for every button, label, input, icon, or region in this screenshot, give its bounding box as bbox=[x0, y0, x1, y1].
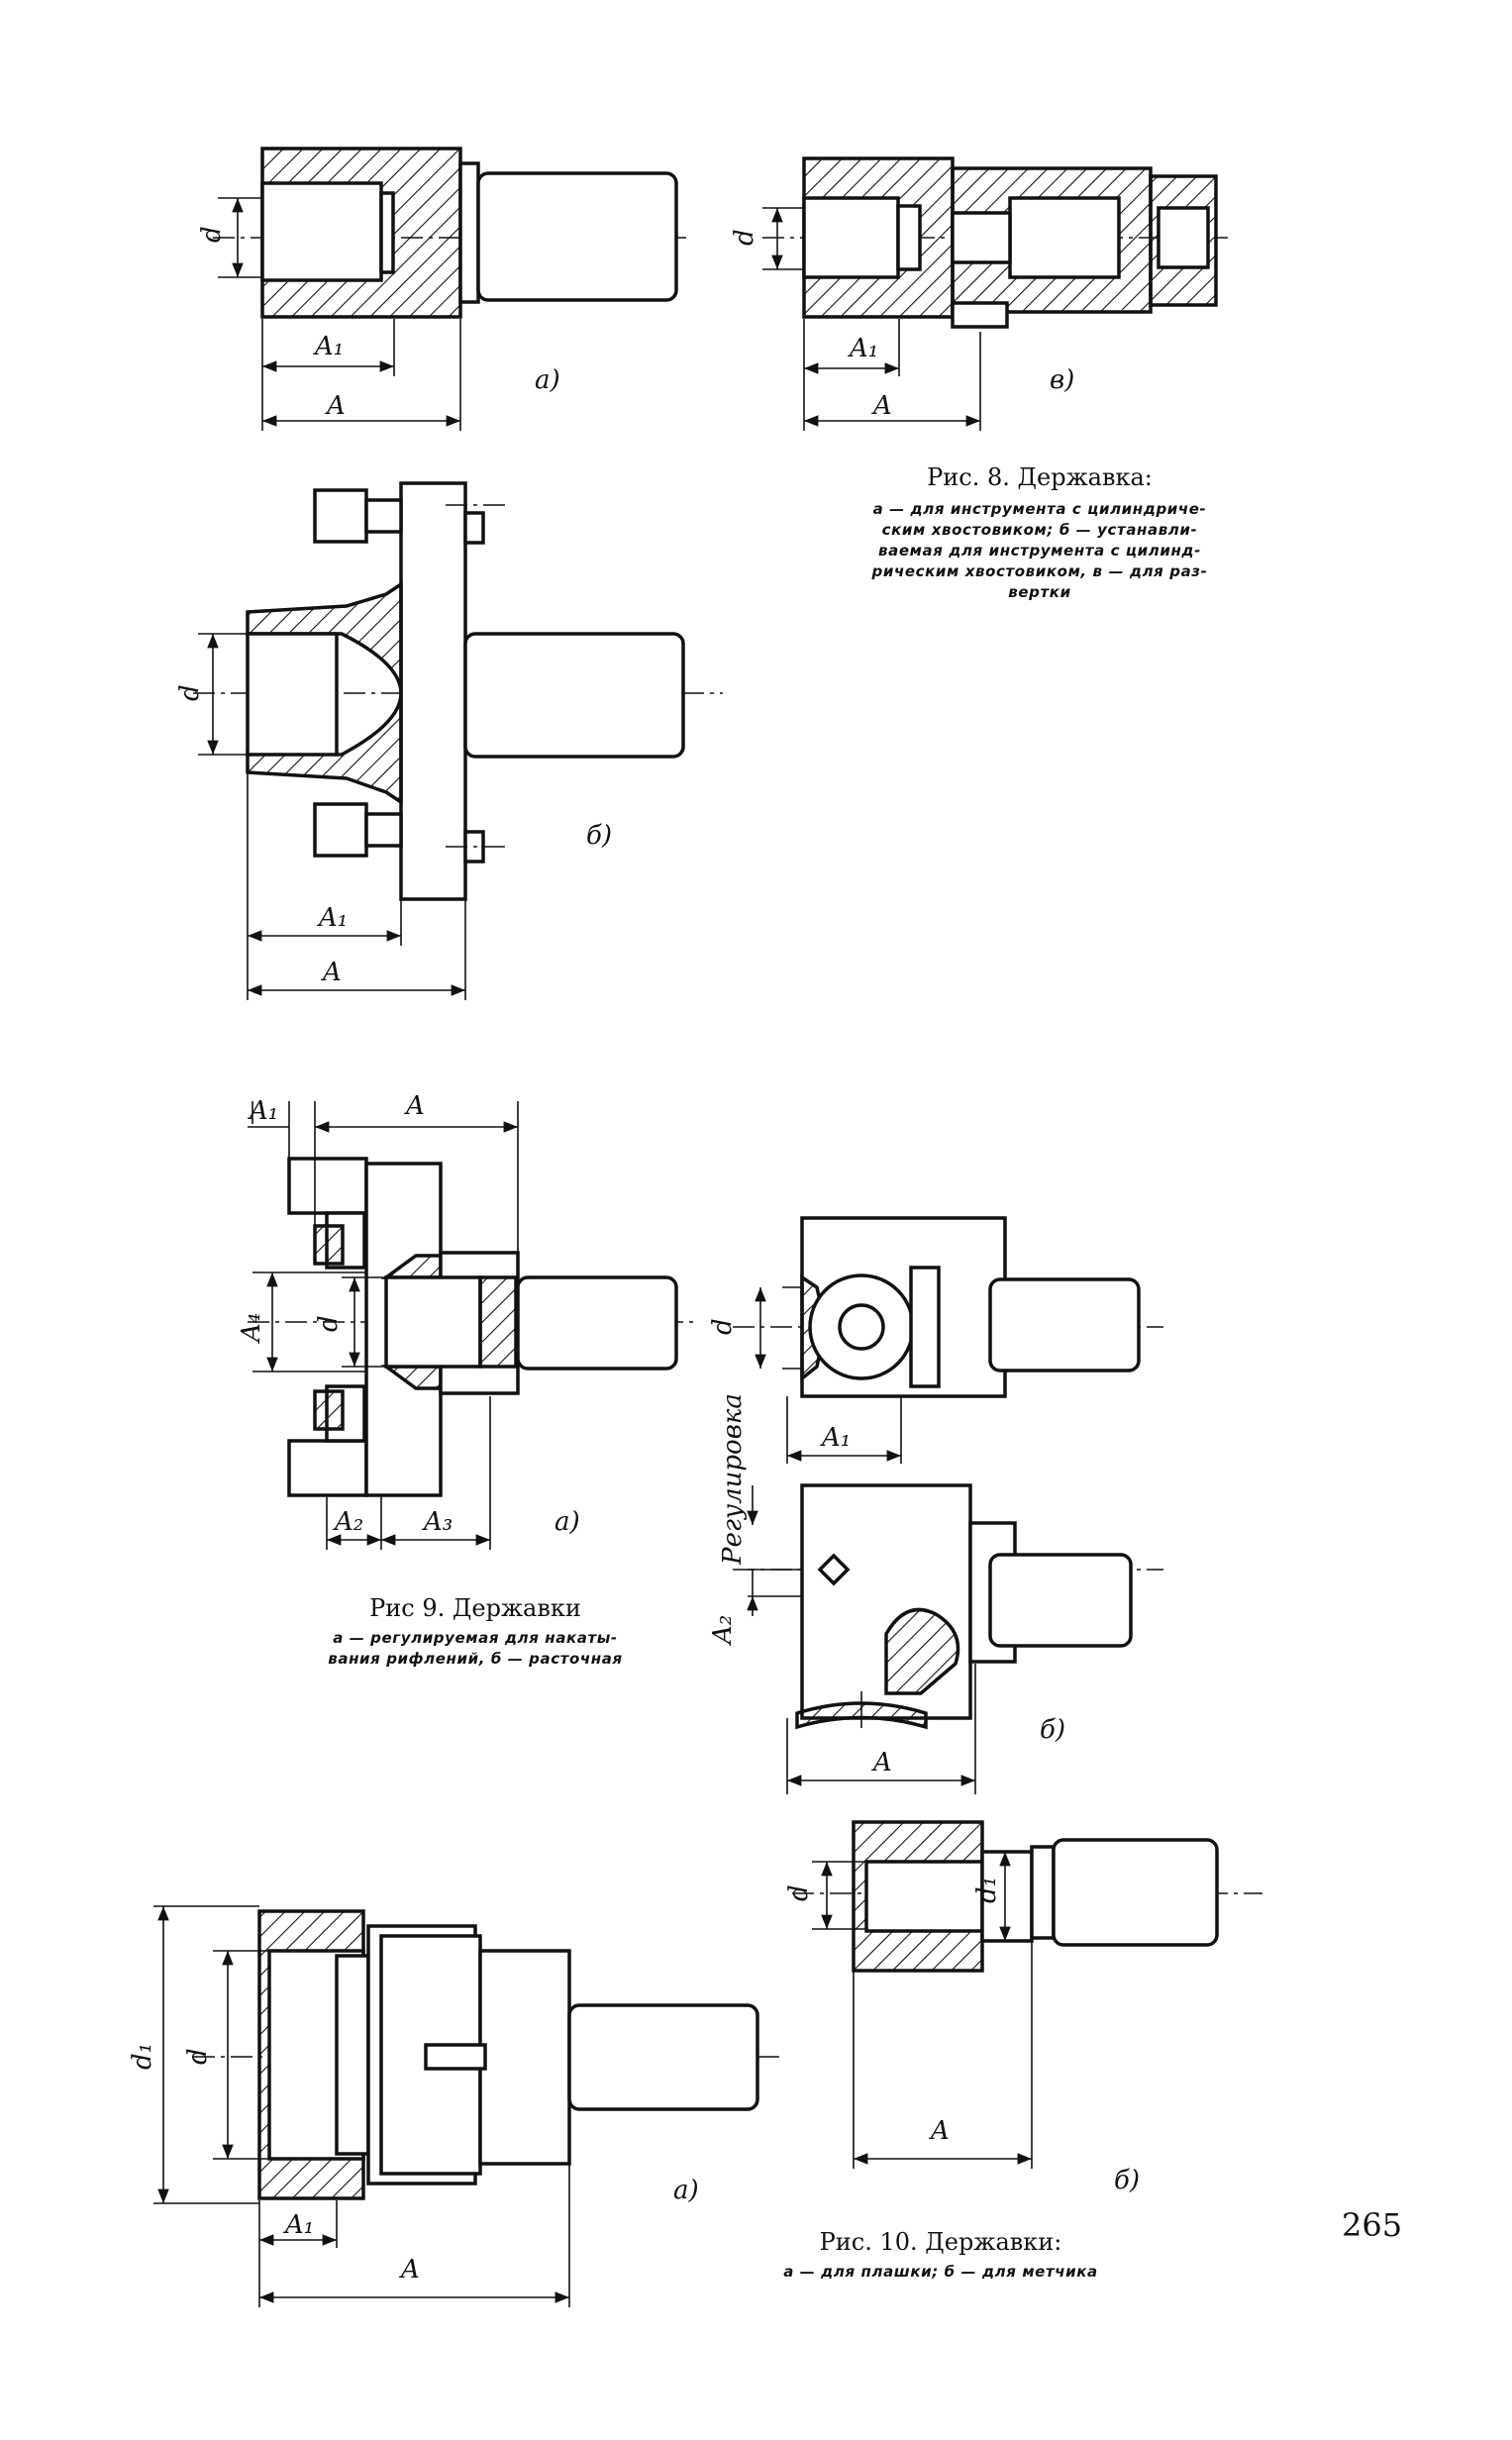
fig9b-sublabel: б) bbox=[1040, 1715, 1065, 1745]
fig10b-dim-a: A bbox=[929, 2116, 950, 2146]
fig9b-dim-a2: A₂ bbox=[708, 1615, 738, 1646]
fig9a-dim-a3: A₃ bbox=[422, 1507, 453, 1537]
fig8-caption-line-5: вертки bbox=[1008, 583, 1071, 601]
fig8b-dim-a1: A₁ bbox=[317, 903, 348, 933]
fig8v-drawing: d A₁ A в) bbox=[730, 156, 1228, 431]
fig8-caption-title: Рис. 8. Державка: bbox=[927, 463, 1153, 491]
fig8b-dim-d: d bbox=[175, 684, 205, 701]
fig8a-drawing: d A₁ A а) bbox=[197, 147, 688, 431]
fig10a-dim-a: A bbox=[399, 2255, 420, 2285]
fig8b-dim-a: A bbox=[321, 958, 342, 987]
fig10b-drawing: d d₁ A б) bbox=[784, 1820, 1262, 2195]
fig9a-dim-d: d bbox=[314, 1315, 344, 1332]
fig9b-dim-a: A bbox=[871, 1748, 892, 1778]
fig8v-dim-a1: A₁ bbox=[848, 334, 878, 363]
fig10-caption-line-1: а — для плашки; б — для метчика bbox=[783, 2263, 1098, 2281]
fig9a-dim-a: A bbox=[404, 1091, 425, 1121]
fig9b-dim-d: d bbox=[708, 1318, 738, 1335]
fig10-caption: Рис. 10. Державки: а — для плашки; б — д… bbox=[733, 2228, 1149, 2283]
fig9a-drawing: A₁ A A₄ d A₂ A₃ а) bbox=[237, 1091, 693, 1550]
fig8-caption-line-2: ским хвостовиком; б — устанавли- bbox=[881, 521, 1198, 539]
fig10b-dim-d: d bbox=[784, 1884, 814, 1901]
fig9a-sublabel: а) bbox=[554, 1507, 580, 1537]
fig9b-label-regulirovka: Регулировка bbox=[718, 1393, 748, 1566]
fig8-caption-line-4: рическим хвостовиком, в — для раз- bbox=[871, 562, 1208, 580]
fig8a-dim-a: A bbox=[325, 391, 346, 421]
fig10a-dim-a1: A₁ bbox=[283, 2210, 314, 2240]
fig10a-dim-d1: d₁ bbox=[128, 2043, 157, 2070]
fig8-caption-line-1: а — для инструмента с цилиндриче- bbox=[872, 500, 1207, 518]
fig10a-dim-d: d bbox=[183, 2048, 213, 2065]
fig10a-sublabel: а) bbox=[673, 2176, 699, 2205]
fig9b-dim-a1: A₁ bbox=[820, 1423, 851, 1453]
fig10a-drawing: d₁ d A₁ A а) bbox=[128, 1905, 782, 2307]
fig8b-drawing: d A₁ A б) bbox=[175, 481, 723, 1000]
fig9b-drawing: d A₁ Регулировка A₂ A б) bbox=[708, 1216, 1163, 1794]
fig10b-sublabel: б) bbox=[1114, 2166, 1140, 2195]
fig8a-dim-a1: A₁ bbox=[313, 332, 344, 361]
fig8v-dim-d: d bbox=[730, 229, 759, 246]
fig10-caption-title: Рис. 10. Державки: bbox=[819, 2228, 1062, 2256]
page-number: 265 bbox=[1342, 2206, 1403, 2244]
fig9-caption-title: Рис 9. Державки bbox=[369, 1594, 581, 1622]
fig8v-dim-a: A bbox=[871, 391, 892, 421]
fig8v-sublabel: в) bbox=[1050, 365, 1074, 395]
fig9-caption: Рис 9. Державки а — регулируемая для нак… bbox=[257, 1594, 693, 1670]
fig8b-sublabel: б) bbox=[586, 821, 612, 851]
fig9-caption-line-1: а — регулируемая для накаты- bbox=[333, 1629, 618, 1647]
fig8-caption-line-3: ваемая для инструмента с цилинд- bbox=[878, 542, 1201, 559]
fig8a-dim-d: d bbox=[197, 226, 227, 243]
fig9a-dim-a2: A₂ bbox=[333, 1507, 363, 1537]
fig10b-dim-d1: d₁ bbox=[972, 1877, 1002, 1903]
fig9a-dim-a4: A₄ bbox=[237, 1313, 266, 1344]
fig8-caption: Рис. 8. Державка: а — для инструмента с … bbox=[772, 463, 1307, 603]
fig9a-dim-a1: A₁ bbox=[248, 1096, 278, 1126]
fig9-caption-line-2: вания рифлений, б — расточная bbox=[328, 1650, 623, 1668]
fig8a-sublabel: а) bbox=[535, 365, 560, 395]
